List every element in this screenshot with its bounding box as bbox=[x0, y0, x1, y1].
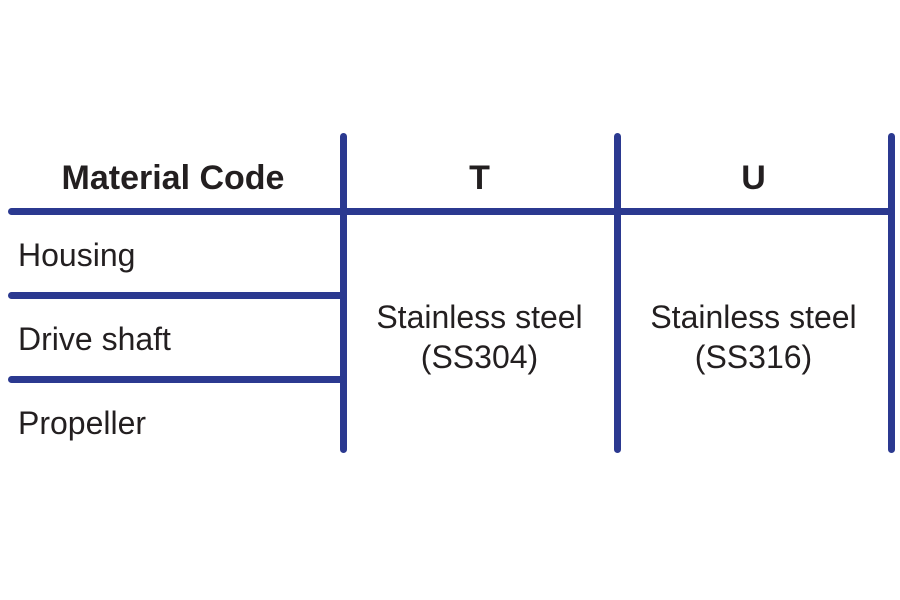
cell-material-t-line1: Stainless steel bbox=[376, 299, 583, 335]
cell-material-u-line1: Stainless steel bbox=[650, 299, 857, 335]
header-column-t: T bbox=[469, 159, 490, 197]
vertical-rule-2 bbox=[614, 133, 621, 453]
cell-material-u-line2: (SS316) bbox=[694, 339, 813, 375]
row-label-drive-shaft: Drive shaft bbox=[18, 321, 171, 357]
cell-material-t-line2: (SS304) bbox=[420, 339, 539, 375]
vertical-rule-3 bbox=[888, 133, 895, 453]
row-label-housing: Housing bbox=[18, 237, 136, 273]
header-divider-rule bbox=[8, 208, 893, 215]
header-material-code: Material Code bbox=[61, 159, 285, 197]
header-column-u: U bbox=[741, 159, 766, 197]
row-label-propeller: Propeller bbox=[18, 405, 147, 441]
row-divider-rule-1 bbox=[8, 292, 344, 299]
row-divider-rule-2 bbox=[8, 376, 344, 383]
cell-material-t: Stainless steel (SS304) bbox=[347, 297, 612, 377]
cell-material-u: Stainless steel (SS316) bbox=[621, 297, 886, 377]
